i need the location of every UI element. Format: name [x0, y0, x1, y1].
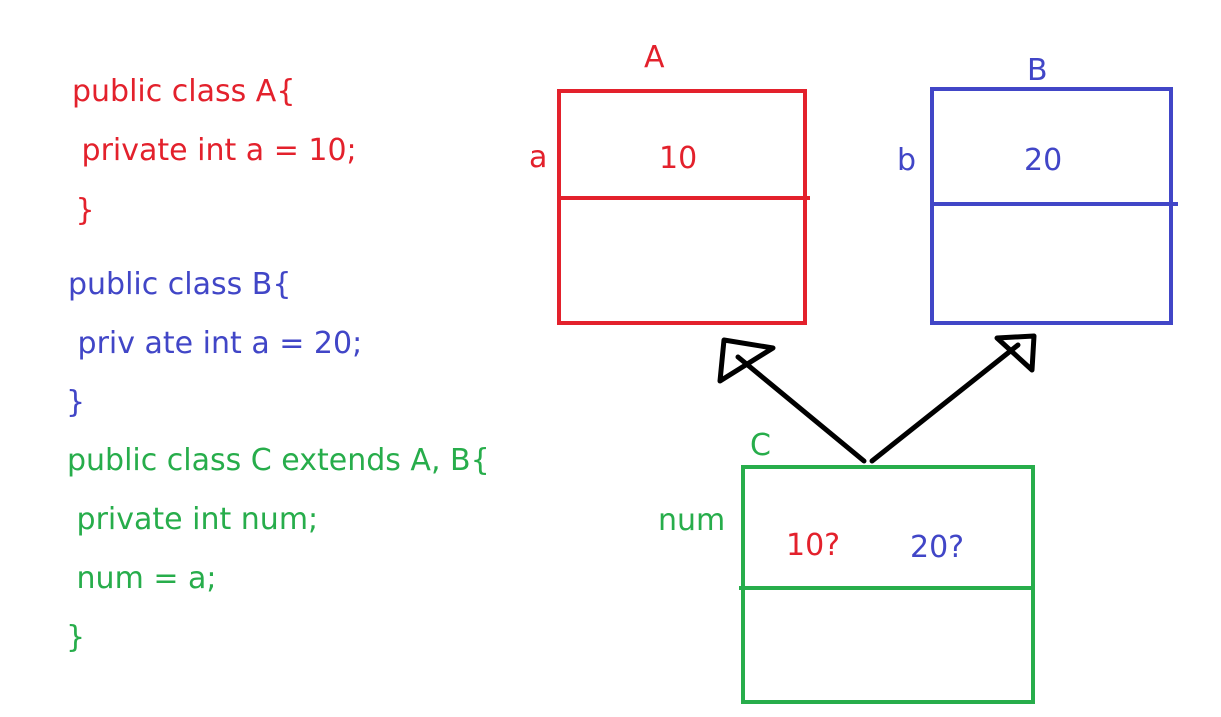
box-b: [930, 87, 1173, 325]
box-b-divider: [930, 202, 1178, 206]
class-a-closing-brace: }: [66, 193, 95, 228]
class-c-assignment: num = a;: [67, 561, 217, 596]
box-b-value: 20: [1024, 143, 1063, 178]
class-b-field: priv ate int a = 20;: [68, 326, 363, 361]
box-c-divider: [739, 586, 1035, 590]
box-c-field-label: num: [658, 503, 726, 538]
arrow-c-to-b: [869, 333, 1037, 464]
class-b-declaration: public class B{: [68, 267, 292, 302]
class-c-declaration: public class C extends A, B{: [67, 443, 490, 478]
box-c-value-from-a: 10?: [786, 528, 841, 563]
arrow-c-to-a: [717, 337, 867, 464]
class-a-field: private int a = 10;: [72, 133, 357, 168]
box-a-value: 10: [659, 141, 698, 176]
class-b-closing-brace: }: [66, 385, 86, 420]
class-c-closing-brace: }: [66, 620, 86, 655]
box-a: [557, 89, 807, 325]
box-a-field-label: a: [529, 140, 548, 175]
box-c-title: C: [750, 428, 771, 463]
box-a-title: A: [644, 40, 665, 75]
box-b-title: B: [1027, 53, 1048, 88]
box-a-divider: [557, 196, 810, 200]
class-c-field: private int num;: [67, 502, 319, 537]
class-a-declaration: public class A{: [72, 74, 296, 109]
box-c-value-from-b: 20?: [910, 530, 965, 565]
box-b-field-label: b: [897, 143, 917, 178]
box-c: [741, 465, 1035, 704]
